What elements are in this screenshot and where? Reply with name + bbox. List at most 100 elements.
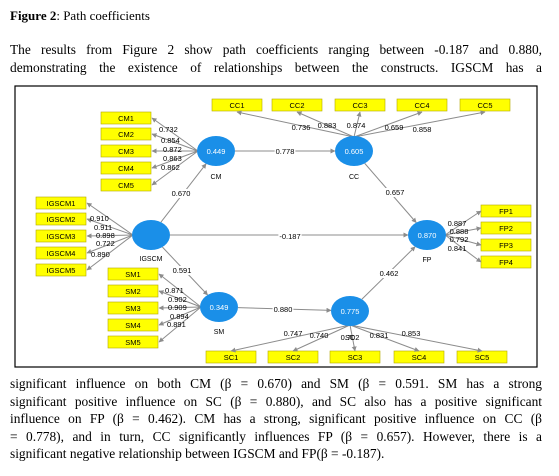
indicator-label: SC1: [224, 353, 239, 362]
construct-name-label: CC: [349, 174, 359, 181]
path-coefficient-label: 0.657: [386, 188, 405, 197]
loading-label: 0.887: [448, 219, 467, 228]
loading-label: 0.736: [292, 123, 311, 132]
indicator-box: [35, 196, 87, 210]
construct-r2-label: 0.349: [210, 303, 229, 312]
loading-arrow: [353, 111, 423, 138]
loading-arrow: [86, 218, 134, 236]
indicator-box: [35, 263, 87, 277]
path-model-figure: 0.7780.6700.591-0.1870.8800.6570.462CM1C…: [14, 85, 538, 368]
construct-r2-label: 0.449: [207, 147, 226, 156]
loading-label: 0.911: [94, 223, 112, 232]
loading-arrow: [230, 324, 351, 353]
path-coefficient-label: 0.462: [380, 269, 399, 278]
loading-label: 0.891: [167, 320, 186, 329]
loading-label: 0.702: [341, 333, 360, 342]
figure-caption: Figure 2: Path coefficients: [10, 8, 150, 24]
loading-arrow: [296, 111, 355, 138]
indicator-box: [107, 318, 159, 332]
loading-label: 0.862: [161, 163, 180, 172]
indicator-label: FP1: [499, 207, 513, 216]
loading-arrow: [86, 234, 134, 254]
indicator-label: SC4: [412, 353, 427, 362]
indicator-box: [35, 246, 87, 260]
loading-arrow: [444, 234, 482, 263]
construct-name-label: FP: [423, 257, 432, 264]
body-line: significant influence on both CM (β = 0.…: [10, 376, 542, 391]
intro-line: The results from Figure 2 show path coef…: [10, 42, 542, 57]
indicator-label: FP2: [499, 224, 513, 233]
loading-label: 0.854: [161, 136, 180, 145]
body-line: significant positive influence on SC (β …: [10, 393, 542, 409]
path-coefficient-label: 0.591: [173, 266, 192, 275]
loading-label: 0.874: [347, 121, 366, 130]
indicator-box: [334, 98, 386, 112]
indicator-label: CM3: [118, 147, 134, 156]
construct-node: [335, 136, 373, 166]
loading-arrow: [353, 111, 362, 138]
construct-node: [331, 296, 369, 326]
path-coefficient-bg: [274, 147, 296, 156]
indicator-box: [107, 284, 159, 298]
loading-label: 0.872: [163, 145, 182, 154]
indicator-label: SM4: [125, 321, 140, 330]
construct-node: [200, 292, 238, 322]
body-line: influence on FP (β = 0.462). CM has a st…: [10, 411, 542, 427]
intro-paragraph: The results from Figure 2 show path coef…: [10, 41, 542, 76]
indicator-box: [100, 111, 152, 125]
indicator-label: SC5: [475, 353, 490, 362]
loading-arrow: [292, 324, 351, 352]
loading-arrow: [151, 133, 199, 152]
indicator-label: CC5: [477, 101, 492, 110]
loading-label: 0.863: [163, 154, 182, 163]
indicator-label: CM2: [118, 130, 134, 139]
loading-label: 0.910: [90, 214, 109, 223]
loading-arrow: [349, 324, 420, 352]
construct-node: [132, 220, 170, 250]
path-coefficient-label: -0.187: [279, 232, 300, 241]
indicator-label: CC1: [229, 101, 244, 110]
loading-arrow: [444, 210, 482, 236]
indicator-box: [100, 127, 152, 141]
construct-r2-label: 0.605: [345, 147, 364, 156]
indicator-label: IGSCM5: [47, 266, 76, 275]
indicator-label: IGSCM4: [47, 249, 76, 258]
body-line: = 0.778), and in turn, CC significantly …: [10, 428, 542, 444]
loading-label: 0.871: [165, 286, 184, 295]
indicator-box: [35, 229, 87, 243]
indicator-box: [100, 178, 152, 192]
construct-name-label: CM: [211, 174, 222, 181]
indicator-box: [107, 335, 159, 349]
body-line: significant negative relationship betwee…: [10, 446, 385, 462]
loading-arrow: [158, 290, 202, 308]
path-coefficient-label: 0.778: [276, 147, 295, 156]
indicator-label: IGSCM1: [47, 199, 76, 208]
path-coefficient-label: 0.670: [172, 189, 191, 198]
construct-name-label: SC: [345, 335, 355, 342]
loading-arrow: [158, 306, 202, 343]
indicator-label: SC2: [286, 353, 301, 362]
indicator-label: SM3: [125, 304, 140, 313]
indicator-label: CM5: [118, 181, 134, 190]
loading-label: 0.659: [385, 123, 404, 132]
loading-label: 0.831: [370, 331, 389, 340]
loading-label: 0.858: [413, 125, 432, 134]
construct-r2-label: 0.775: [341, 307, 360, 316]
loading-arrow: [236, 110, 355, 138]
loading-label: 0.898: [96, 231, 115, 240]
loading-label: 0.894: [170, 312, 189, 321]
loading-arrow: [158, 273, 202, 308]
loading-arrow: [86, 233, 134, 239]
indicator-box: [396, 98, 448, 112]
indicator-label: SM5: [125, 338, 140, 347]
indicator-label: FP4: [499, 258, 513, 267]
construct-node: [408, 220, 446, 250]
loading-arrow: [353, 110, 486, 138]
indicator-box: [271, 98, 323, 112]
loading-arrow: [349, 324, 483, 353]
indicator-box: [107, 301, 159, 315]
indicator-box: [100, 161, 152, 175]
indicator-label: CM1: [118, 114, 134, 123]
indicator-label: IGSCM3: [47, 232, 76, 241]
loading-label: 0.890: [91, 250, 110, 259]
